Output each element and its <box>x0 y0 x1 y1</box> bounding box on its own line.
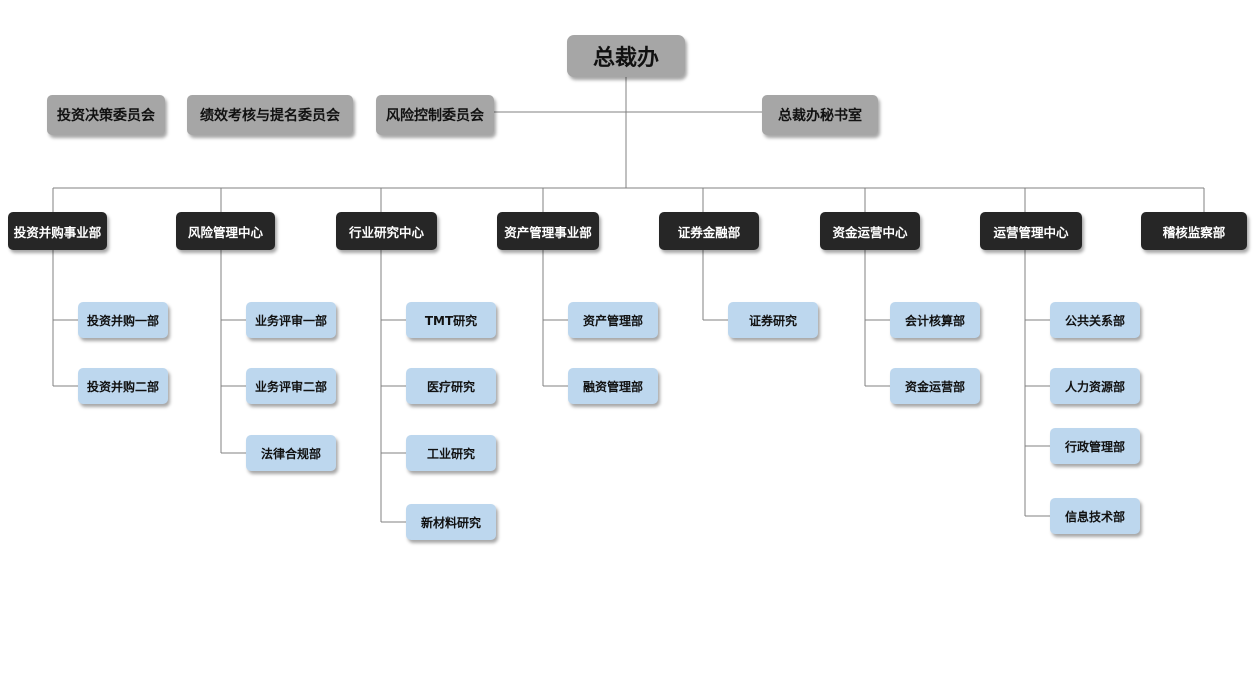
sub-unit-node[interactable]: 融资管理部 <box>568 368 658 404</box>
sub-unit-node[interactable]: 工业研究 <box>406 435 496 471</box>
sub-unit-node[interactable]: 新材料研究 <box>406 504 496 540</box>
committee-node[interactable]: 风险控制委员会 <box>376 95 494 135</box>
root-node[interactable]: 总裁办 <box>567 35 685 77</box>
sub-unit-node[interactable]: 公共关系部 <box>1050 302 1140 338</box>
department-node[interactable]: 证券金融部 <box>659 212 759 250</box>
committee-node[interactable]: 投资决策委员会 <box>47 95 165 135</box>
sub-unit-node[interactable]: 投资并购二部 <box>78 368 168 404</box>
department-node[interactable]: 资金运营中心 <box>820 212 920 250</box>
department-node[interactable]: 稽核监察部 <box>1141 212 1247 250</box>
sub-unit-node[interactable]: 会计核算部 <box>890 302 980 338</box>
sub-unit-node[interactable]: 信息技术部 <box>1050 498 1140 534</box>
sub-unit-node[interactable]: 业务评审二部 <box>246 368 336 404</box>
committee-node[interactable]: 绩效考核与提名委员会 <box>187 95 353 135</box>
department-node[interactable]: 资产管理事业部 <box>497 212 599 250</box>
secretariat-node[interactable]: 总裁办秘书室 <box>762 95 878 135</box>
sub-unit-node[interactable]: 证券研究 <box>728 302 818 338</box>
sub-unit-node[interactable]: 业务评审一部 <box>246 302 336 338</box>
sub-unit-node[interactable]: 投资并购一部 <box>78 302 168 338</box>
sub-unit-node[interactable]: 资金运营部 <box>890 368 980 404</box>
department-node[interactable]: 行业研究中心 <box>336 212 437 250</box>
department-node[interactable]: 运营管理中心 <box>980 212 1082 250</box>
department-node[interactable]: 风险管理中心 <box>176 212 275 250</box>
sub-unit-node[interactable]: TMT研究 <box>406 302 496 338</box>
sub-unit-node[interactable]: 人力资源部 <box>1050 368 1140 404</box>
department-node[interactable]: 投资并购事业部 <box>8 212 107 250</box>
sub-unit-node[interactable]: 资产管理部 <box>568 302 658 338</box>
sub-unit-node[interactable]: 医疗研究 <box>406 368 496 404</box>
sub-unit-node[interactable]: 行政管理部 <box>1050 428 1140 464</box>
sub-unit-node[interactable]: 法律合规部 <box>246 435 336 471</box>
